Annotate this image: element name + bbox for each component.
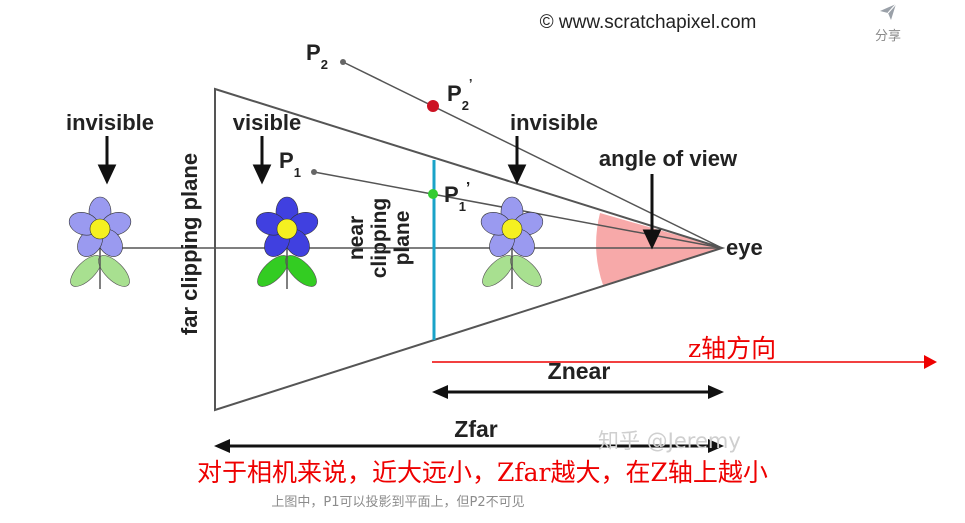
middle-flower-visible	[251, 196, 323, 293]
zfar-arrow-left	[214, 439, 230, 453]
visible-label: visible	[233, 110, 301, 135]
main-red-annotation: 对于相机来说，近大远小，Zfar越大，在Z轴上越小	[197, 458, 768, 487]
p1-prime-point	[428, 189, 438, 199]
paper-plane-icon	[880, 3, 897, 20]
far-clipping-plane-label: far clipping plane	[177, 153, 202, 335]
near-flower-invisible	[476, 196, 548, 293]
znear-label: Znear	[548, 358, 611, 384]
near-label-line1: near	[345, 216, 368, 260]
share-button[interactable]: 分享	[866, 2, 910, 44]
p1-point	[311, 169, 317, 175]
near-label-line3: plane	[391, 211, 414, 266]
p2-point	[340, 59, 346, 65]
far-flower-invisible	[64, 196, 136, 293]
z-axis-arrowhead	[924, 355, 937, 369]
z-axis-label: z轴方向	[688, 334, 776, 363]
p1-prime-label: P1’	[444, 180, 470, 214]
znear-arrow-left	[432, 385, 448, 399]
zfar-arrow-right	[708, 439, 724, 453]
near-label-line2: clipping	[368, 198, 391, 279]
p2-prime-label: P2’	[447, 76, 473, 113]
p2-label: P2	[306, 40, 328, 72]
p2-prime-point	[427, 100, 439, 112]
share-label: 分享	[874, 29, 901, 44]
invisible-right-label: invisible	[510, 110, 598, 135]
label-arrows	[97, 136, 662, 250]
p2-projection-line	[342, 61, 723, 249]
image-caption: 上图中，P1可以投影到平面上，但P2不可见	[271, 495, 525, 510]
zhihu-watermark: 知乎 @Jeremy	[598, 429, 741, 453]
scratchapixel-credit: © www.scratchapixel.com	[540, 12, 757, 33]
angle-of-view-label: angle of view	[599, 146, 738, 171]
zfar-label: Zfar	[454, 416, 498, 442]
p1-label: P1	[279, 148, 301, 180]
view-frustum	[214, 87, 726, 412]
znear-arrow-right	[708, 385, 724, 399]
angle-of-view-wedge	[596, 213, 722, 285]
invisible-left-label: invisible	[66, 110, 154, 135]
eye-label: eye	[726, 235, 763, 260]
